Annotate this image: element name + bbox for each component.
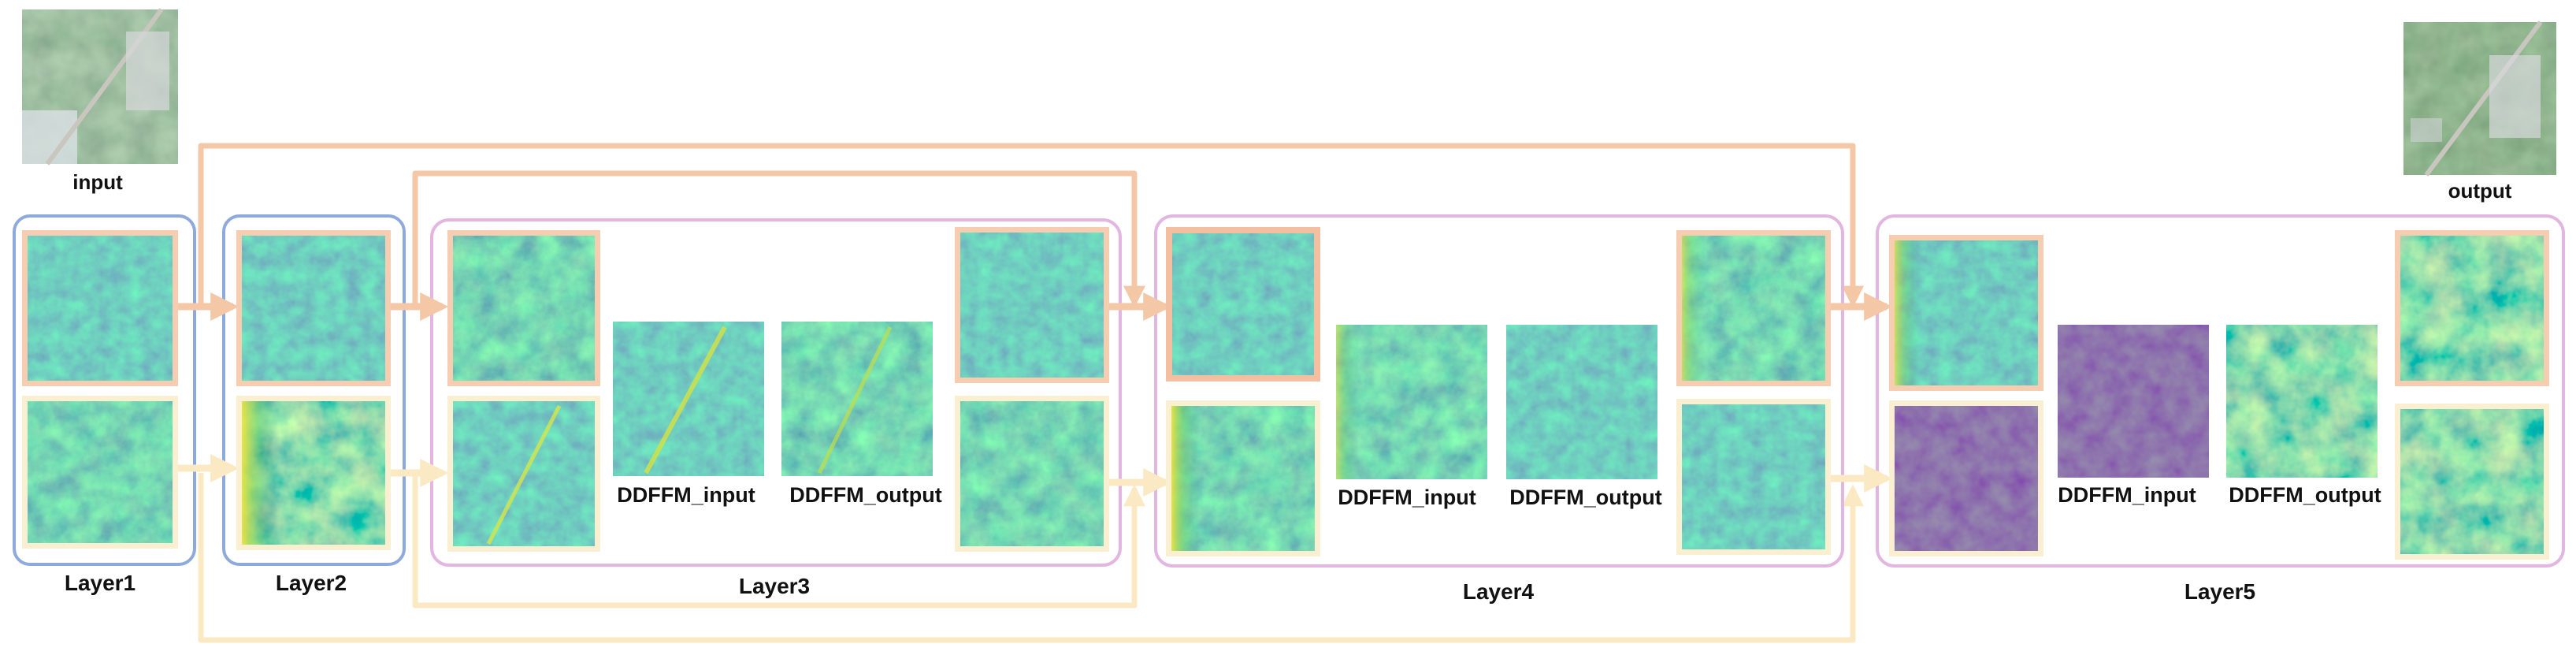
l5-right-bottom-map — [2400, 409, 2544, 554]
layer4-box — [1154, 214, 1844, 568]
layer2-box — [222, 214, 406, 566]
skip-orange-layer2-to-layer4 — [412, 170, 1145, 308]
layer2-label: Layer2 — [276, 571, 347, 595]
input-image — [22, 8, 178, 166]
skip-orange-layer1-to-layer5 — [198, 143, 1864, 308]
l5-ddffm-input-map — [2058, 325, 2209, 478]
l4-ddffm-input-label: DDFFM_input — [1338, 486, 1475, 509]
feature-maps — [22, 227, 2549, 560]
input-label: input — [72, 170, 123, 194]
l3-ddffm-output-label: DDFFM_output — [789, 483, 941, 507]
l4-ddffm-output-map — [1506, 325, 1657, 479]
layer-boxes — [13, 214, 2565, 568]
l5-bottom-map — [1895, 406, 2038, 551]
l5-right-top-map — [2400, 236, 2544, 381]
skip-cream-layer2-to-layer4 — [412, 473, 1145, 608]
flow-arrows — [176, 292, 1893, 497]
skip-connections — [198, 143, 1864, 643]
l2-top-map — [242, 236, 385, 381]
layer5-box — [1876, 214, 2565, 568]
output-image — [2403, 20, 2556, 177]
layer1-box — [13, 214, 196, 566]
l3-ddffm-input-label: DDFFM_input — [617, 483, 755, 507]
layer3-label: Layer3 — [739, 574, 810, 598]
skip-cream-layer1-to-layer5 — [198, 473, 1864, 643]
layer3-box — [430, 218, 1122, 567]
l1-top-map — [28, 236, 173, 381]
labels: input output Layer1 Layer2 Layer3 Layer4… — [65, 170, 2512, 604]
l4-top-map — [1172, 233, 1314, 375]
l4-right-bottom-map — [1682, 404, 1825, 549]
l3-right-bottom-map — [960, 401, 1104, 546]
l5-ddffm-output-label: DDFFM_output — [2229, 483, 2381, 507]
layer5-label: Layer5 — [2184, 579, 2255, 604]
l3-top-map — [453, 236, 595, 381]
layer1-label: Layer1 — [65, 571, 135, 595]
l4-ddffm-output-label: DDFFM_output — [1509, 486, 1661, 509]
output-label: output — [2448, 179, 2512, 203]
l5-ddffm-input-label: DDFFM_input — [2058, 483, 2196, 507]
l3-right-top-map — [960, 233, 1104, 378]
l1-bottom-map — [28, 401, 173, 543]
l5-ddffm-output-map — [2226, 325, 2377, 478]
layer4-label: Layer4 — [1463, 579, 1535, 604]
